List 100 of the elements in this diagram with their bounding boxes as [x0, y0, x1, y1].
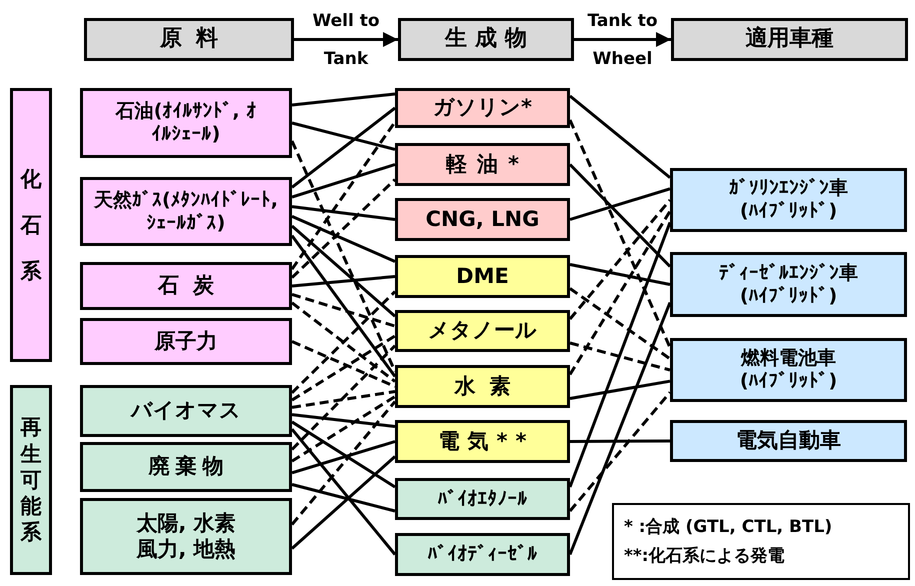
connector-line: [568, 302, 672, 556]
box-label: 太陽, 水素: [136, 511, 236, 536]
renewable-box: [80, 498, 292, 575]
connector-line: [292, 92, 396, 106]
connector-line: [290, 140, 396, 372]
product-label: メタノール: [428, 318, 537, 344]
connector-line: [570, 187, 670, 221]
product-label: CNG, LNG: [426, 206, 540, 232]
header-label: 原料: [160, 26, 232, 53]
vehicle-box: [670, 168, 907, 232]
vehicle-label: 電気自動車: [736, 428, 841, 454]
note-text: **:化石系による発電: [624, 544, 785, 568]
feedstock-label: 天然ｶﾞｽ(ﾒﾀﾝﾊｲﾄﾞﾚｰﾄ, ｼｪｰﾙｶﾞｽ): [92, 188, 279, 234]
vehicle-label: (ﾊｲﾌﾞﾘｯﾄﾞ): [740, 200, 838, 223]
renewable-box: [80, 385, 292, 437]
connector-line: [568, 199, 672, 320]
box-label: ﾊﾞｲｵﾃﾞｨｰｾﾞﾙ: [428, 543, 538, 566]
vehicle-box: [670, 252, 907, 317]
product-label: 電気**: [438, 428, 534, 454]
connector-line: [569, 287, 671, 360]
product-label: 軽油*: [446, 152, 529, 178]
feedstock-label: 原子力: [154, 328, 218, 354]
header-box: [671, 18, 908, 61]
product-box: [395, 143, 570, 186]
product-box: [395, 420, 570, 463]
connector-line: [570, 263, 670, 286]
feedstock-box: [80, 262, 292, 310]
connector-line: [292, 413, 396, 428]
product-label: DME: [456, 264, 509, 290]
connector-line: [291, 214, 396, 263]
connector-line: [568, 163, 672, 268]
connector-line: [291, 395, 396, 462]
connector-line: [292, 390, 396, 409]
connector-line: [570, 342, 670, 372]
product-box: [395, 365, 570, 408]
box-label: 廃棄物: [148, 454, 230, 480]
edge-label: Tank to Wheel: [586, 10, 658, 70]
box-label: バイオマス: [131, 398, 241, 424]
product-box: [395, 310, 570, 352]
vehicle-label: 燃料電池車: [741, 347, 836, 370]
arrow: [574, 32, 671, 47]
category-band: [10, 88, 52, 362]
header-box: [398, 18, 574, 61]
connector-line: [570, 440, 670, 443]
connector-line: [291, 455, 396, 550]
note-box: [612, 503, 910, 580]
box-label: 風力, 地熱: [136, 536, 236, 562]
product-box: [395, 198, 570, 241]
product-box: [395, 88, 570, 128]
connector-line: [290, 178, 396, 279]
connector-line: [292, 440, 396, 474]
product-label: ガソリン*: [433, 95, 532, 121]
connector-line: [568, 119, 672, 348]
connector-line: [290, 121, 396, 270]
product-label: 水素: [454, 374, 524, 400]
vehicle-box: [670, 420, 907, 462]
feedstock-box: [80, 318, 292, 365]
connector-line: [570, 380, 670, 400]
vehicle-box: [670, 338, 907, 402]
renewable-box: [80, 442, 292, 492]
header-label: 適用車種: [746, 26, 834, 53]
connector-line: [290, 428, 396, 556]
connector-line: [291, 334, 396, 402]
connector-line: [292, 205, 396, 221]
category-label: 化石系: [20, 166, 42, 286]
connector-line: [568, 391, 672, 512]
connector-line: [291, 106, 396, 189]
vehicle-label: ｶﾞｿﾘﾝｴﾝｼﾞﾝ車: [729, 177, 848, 200]
category-label: 再生可能系: [20, 414, 42, 546]
product-box: [395, 255, 570, 298]
connector-line: [569, 94, 671, 179]
feedstock-box: [80, 88, 292, 158]
feedstock-label: 石炭: [158, 273, 228, 299]
category-band: [10, 385, 52, 575]
vehicle-label: ﾃﾞｨｰｾﾞﾙｴﾝｼﾞﾝ車: [719, 262, 858, 284]
feedstock-box: [80, 177, 292, 246]
connector-line: [291, 340, 396, 388]
connector-line: [568, 222, 672, 488]
connector-line: [291, 224, 396, 318]
connector-line: [292, 163, 396, 198]
header-label: 生成物: [445, 26, 535, 53]
connector-line: [292, 122, 396, 151]
connector-line: [290, 234, 396, 378]
box-label: ﾊﾞｲｵｴﾀﾉｰﾙ: [438, 488, 528, 510]
connector-line: [291, 420, 396, 488]
edge-label: Well to Tank: [311, 10, 381, 70]
connector-line: [290, 400, 396, 526]
vehicle-label: (ﾊｲﾌﾞﾘｯﾄﾞ): [740, 284, 838, 308]
feedstock-label: 石油(ｵｲﾙｻﾝﾄﾞ, ｵｲﾙｼｪｰﾙ): [114, 100, 258, 146]
renewable-box: [395, 533, 570, 576]
renewable-box: [395, 478, 570, 520]
connector-line: [290, 344, 396, 451]
arrow: [294, 32, 398, 47]
vehicle-label: (ﾊｲﾌﾞﾘｯﾄﾞ): [740, 370, 838, 393]
header-box: [84, 18, 294, 61]
connector-line: [292, 292, 396, 328]
note-text: * :合成 (GTL, CTL, BTL): [624, 516, 832, 539]
connector-line: [568, 210, 672, 376]
connector-line: [291, 302, 396, 383]
connector-line: [290, 290, 396, 394]
